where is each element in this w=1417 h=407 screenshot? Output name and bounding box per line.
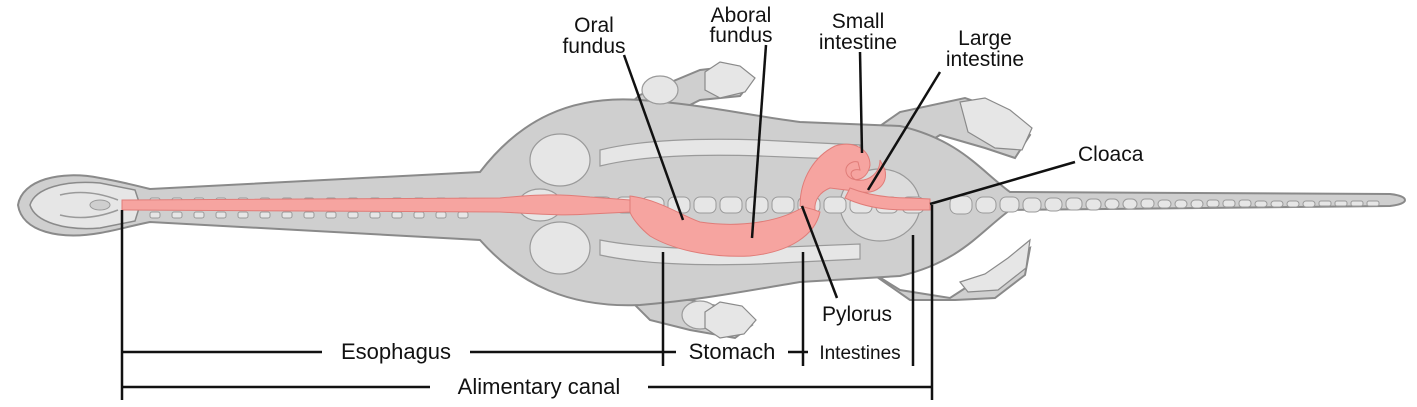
animal-body — [16, 61, 1406, 340]
small-intestine-leader — [858, 51, 864, 154]
bracket-label-intestines: Intestines — [819, 343, 900, 364]
aboral-fundus-leader — [750, 44, 768, 239]
pylorus-leader — [800, 205, 839, 299]
bracket-label-stomach: Stomach — [689, 339, 776, 364]
hands-and-feet — [704, 61, 1033, 339]
digestive-tract — [121, 143, 931, 257]
region-brackets — [120, 205, 934, 400]
oral-fundus-leader — [622, 54, 685, 221]
label-oral-fundus-line1: Oral — [574, 14, 614, 37]
small-intestine-organ — [799, 143, 886, 211]
large-intestine-organ — [844, 187, 931, 211]
label-aboral-fundus-line2: fundus — [709, 24, 772, 47]
label-small-intestine-line1: Small — [832, 10, 885, 33]
label-small-intestine-line2: intestine — [819, 31, 897, 54]
rib-cage — [517, 75, 921, 330]
label-large-intestine-line2: intestine — [946, 48, 1024, 71]
label-large-intestine-line1: Large — [958, 27, 1012, 50]
bracket-labels: Esophagus Stomach Intestines Alimentary … — [341, 339, 901, 399]
label-pylorus: Pylorus — [822, 303, 892, 326]
label-aboral-fundus-line1: Aboral — [711, 4, 772, 27]
structure-labels: Oral fundus Aboral fundus Small intestin… — [562, 4, 1143, 326]
tail-vertebrae — [949, 195, 1380, 215]
cloaca-leader — [929, 160, 1076, 206]
stomach-organ — [629, 195, 821, 257]
large-intestine-leader — [866, 71, 942, 191]
label-oral-fundus-line2: fundus — [562, 35, 625, 58]
label-cloaca: Cloaca — [1078, 143, 1144, 166]
leader-lines — [622, 44, 1076, 299]
bracket-label-esophagus: Esophagus — [341, 339, 451, 364]
bracket-label-alimentary-canal: Alimentary canal — [458, 374, 621, 399]
